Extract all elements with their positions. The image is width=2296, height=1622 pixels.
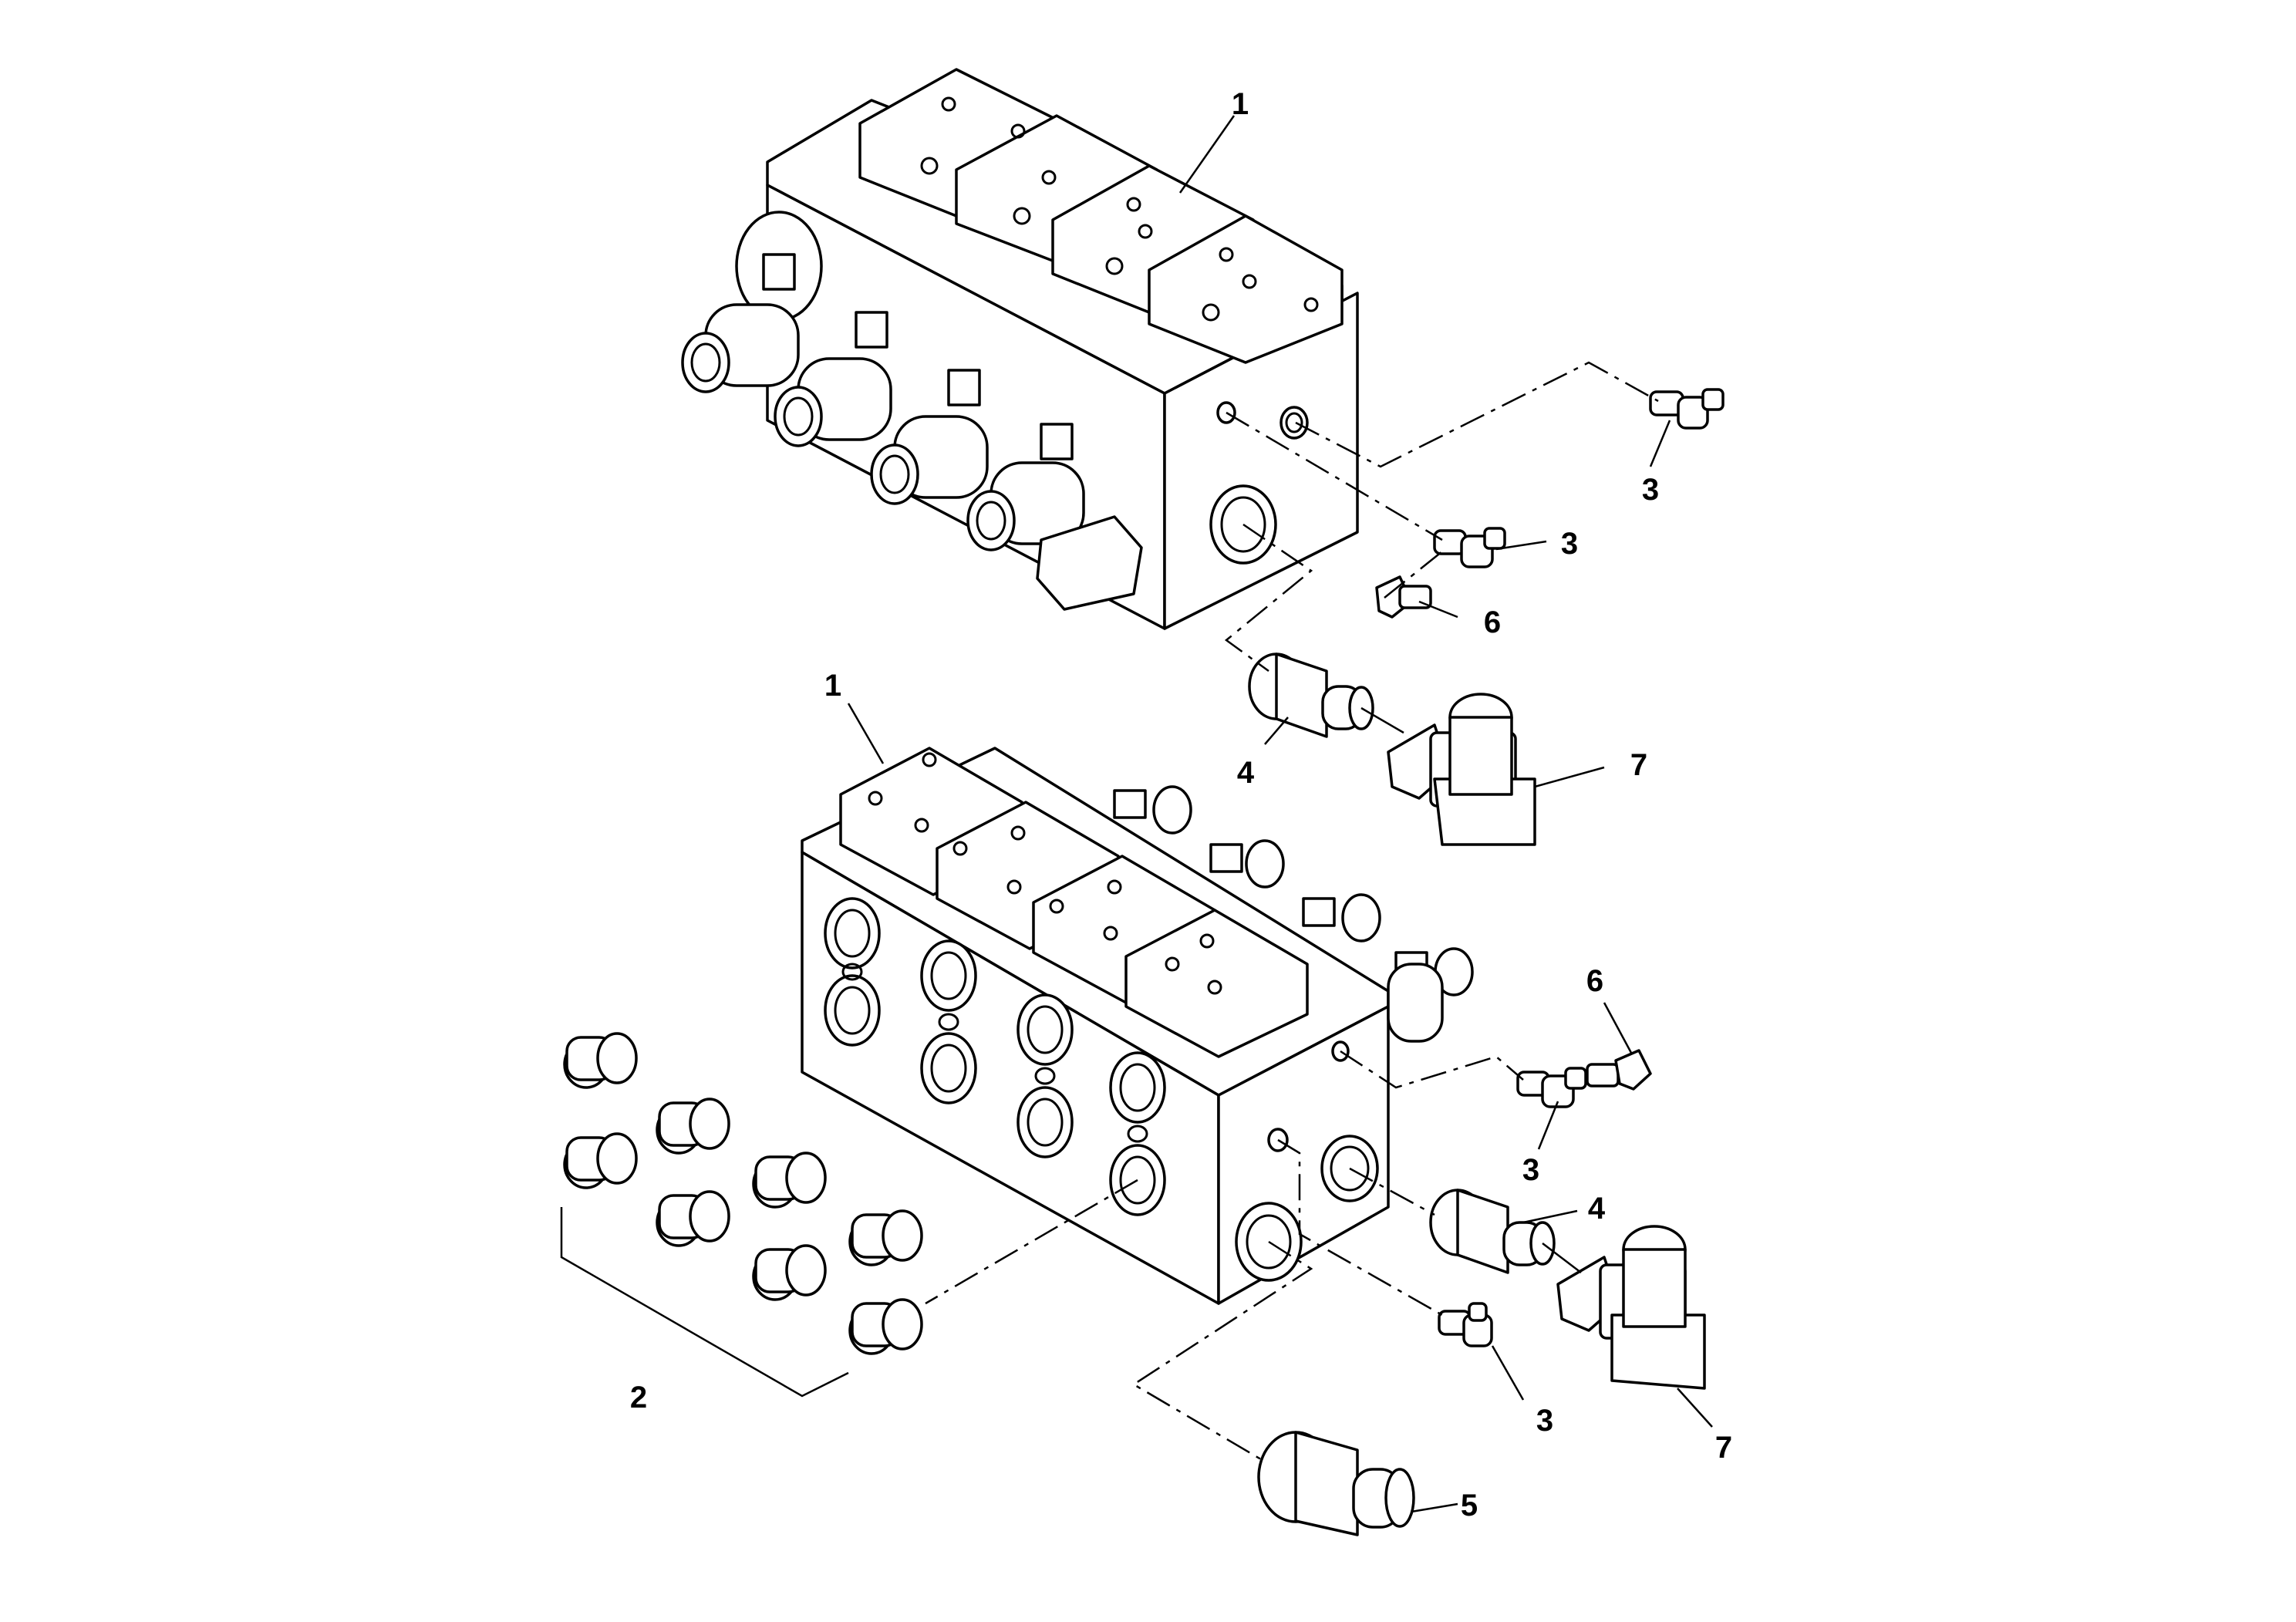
adapter-fitting-4-bottom — [1429, 1189, 1556, 1274]
elbow-fitting-3-bottom — [1438, 1302, 1493, 1347]
lower-solenoid-knobs — [1113, 785, 1474, 1043]
upper-solenoid-caps — [858, 68, 1344, 364]
callout-top-1: 1 — [1232, 87, 1249, 121]
callout-bot-2: 2 — [630, 1381, 647, 1415]
callout-top-6: 6 — [1484, 605, 1501, 639]
callout-bot-3b: 3 — [1536, 1404, 1553, 1438]
lower-valve-block — [801, 747, 1474, 1305]
assembly-lines — [560, 361, 1659, 1463]
callout-bot-7: 7 — [1715, 1431, 1732, 1465]
callout-bot-5: 5 — [1461, 1489, 1478, 1523]
plug-fittings-2 — [563, 1032, 923, 1355]
leader-lines — [847, 115, 1713, 1513]
callout-top-3a: 3 — [1642, 473, 1659, 507]
callout-bot-3a: 3 — [1522, 1153, 1539, 1187]
elbow-fitting-3-top-mid — [1433, 527, 1506, 568]
elbow-fitting-3-bottom-right — [1516, 1067, 1587, 1108]
lower-solenoid-caps — [839, 747, 1309, 1058]
callout-bot-1: 1 — [824, 669, 841, 703]
upper-valve-block — [681, 68, 1359, 630]
elbow-body-7-top — [1387, 693, 1536, 846]
callout-mid-4: 4 — [1237, 756, 1255, 790]
elbow-body-7-bottom — [1556, 1225, 1706, 1390]
callout-mid-7: 7 — [1630, 748, 1647, 782]
adapter-fitting-5 — [1257, 1431, 1415, 1536]
elbow-fitting-3-top-right — [1649, 388, 1725, 430]
cap-nut-6-bottom — [1586, 1049, 1652, 1091]
callout-bot-4: 4 — [1588, 1192, 1606, 1226]
upper-solenoid-coils — [681, 211, 1143, 611]
callout-bot-6: 6 — [1586, 964, 1603, 998]
adapter-fitting-4-top — [1248, 653, 1374, 738]
callouts: 1 3 3 6 4 7 1 6 3 4 7 3 2 5 — [630, 87, 1732, 1523]
callout-top-3b: 3 — [1561, 527, 1578, 561]
